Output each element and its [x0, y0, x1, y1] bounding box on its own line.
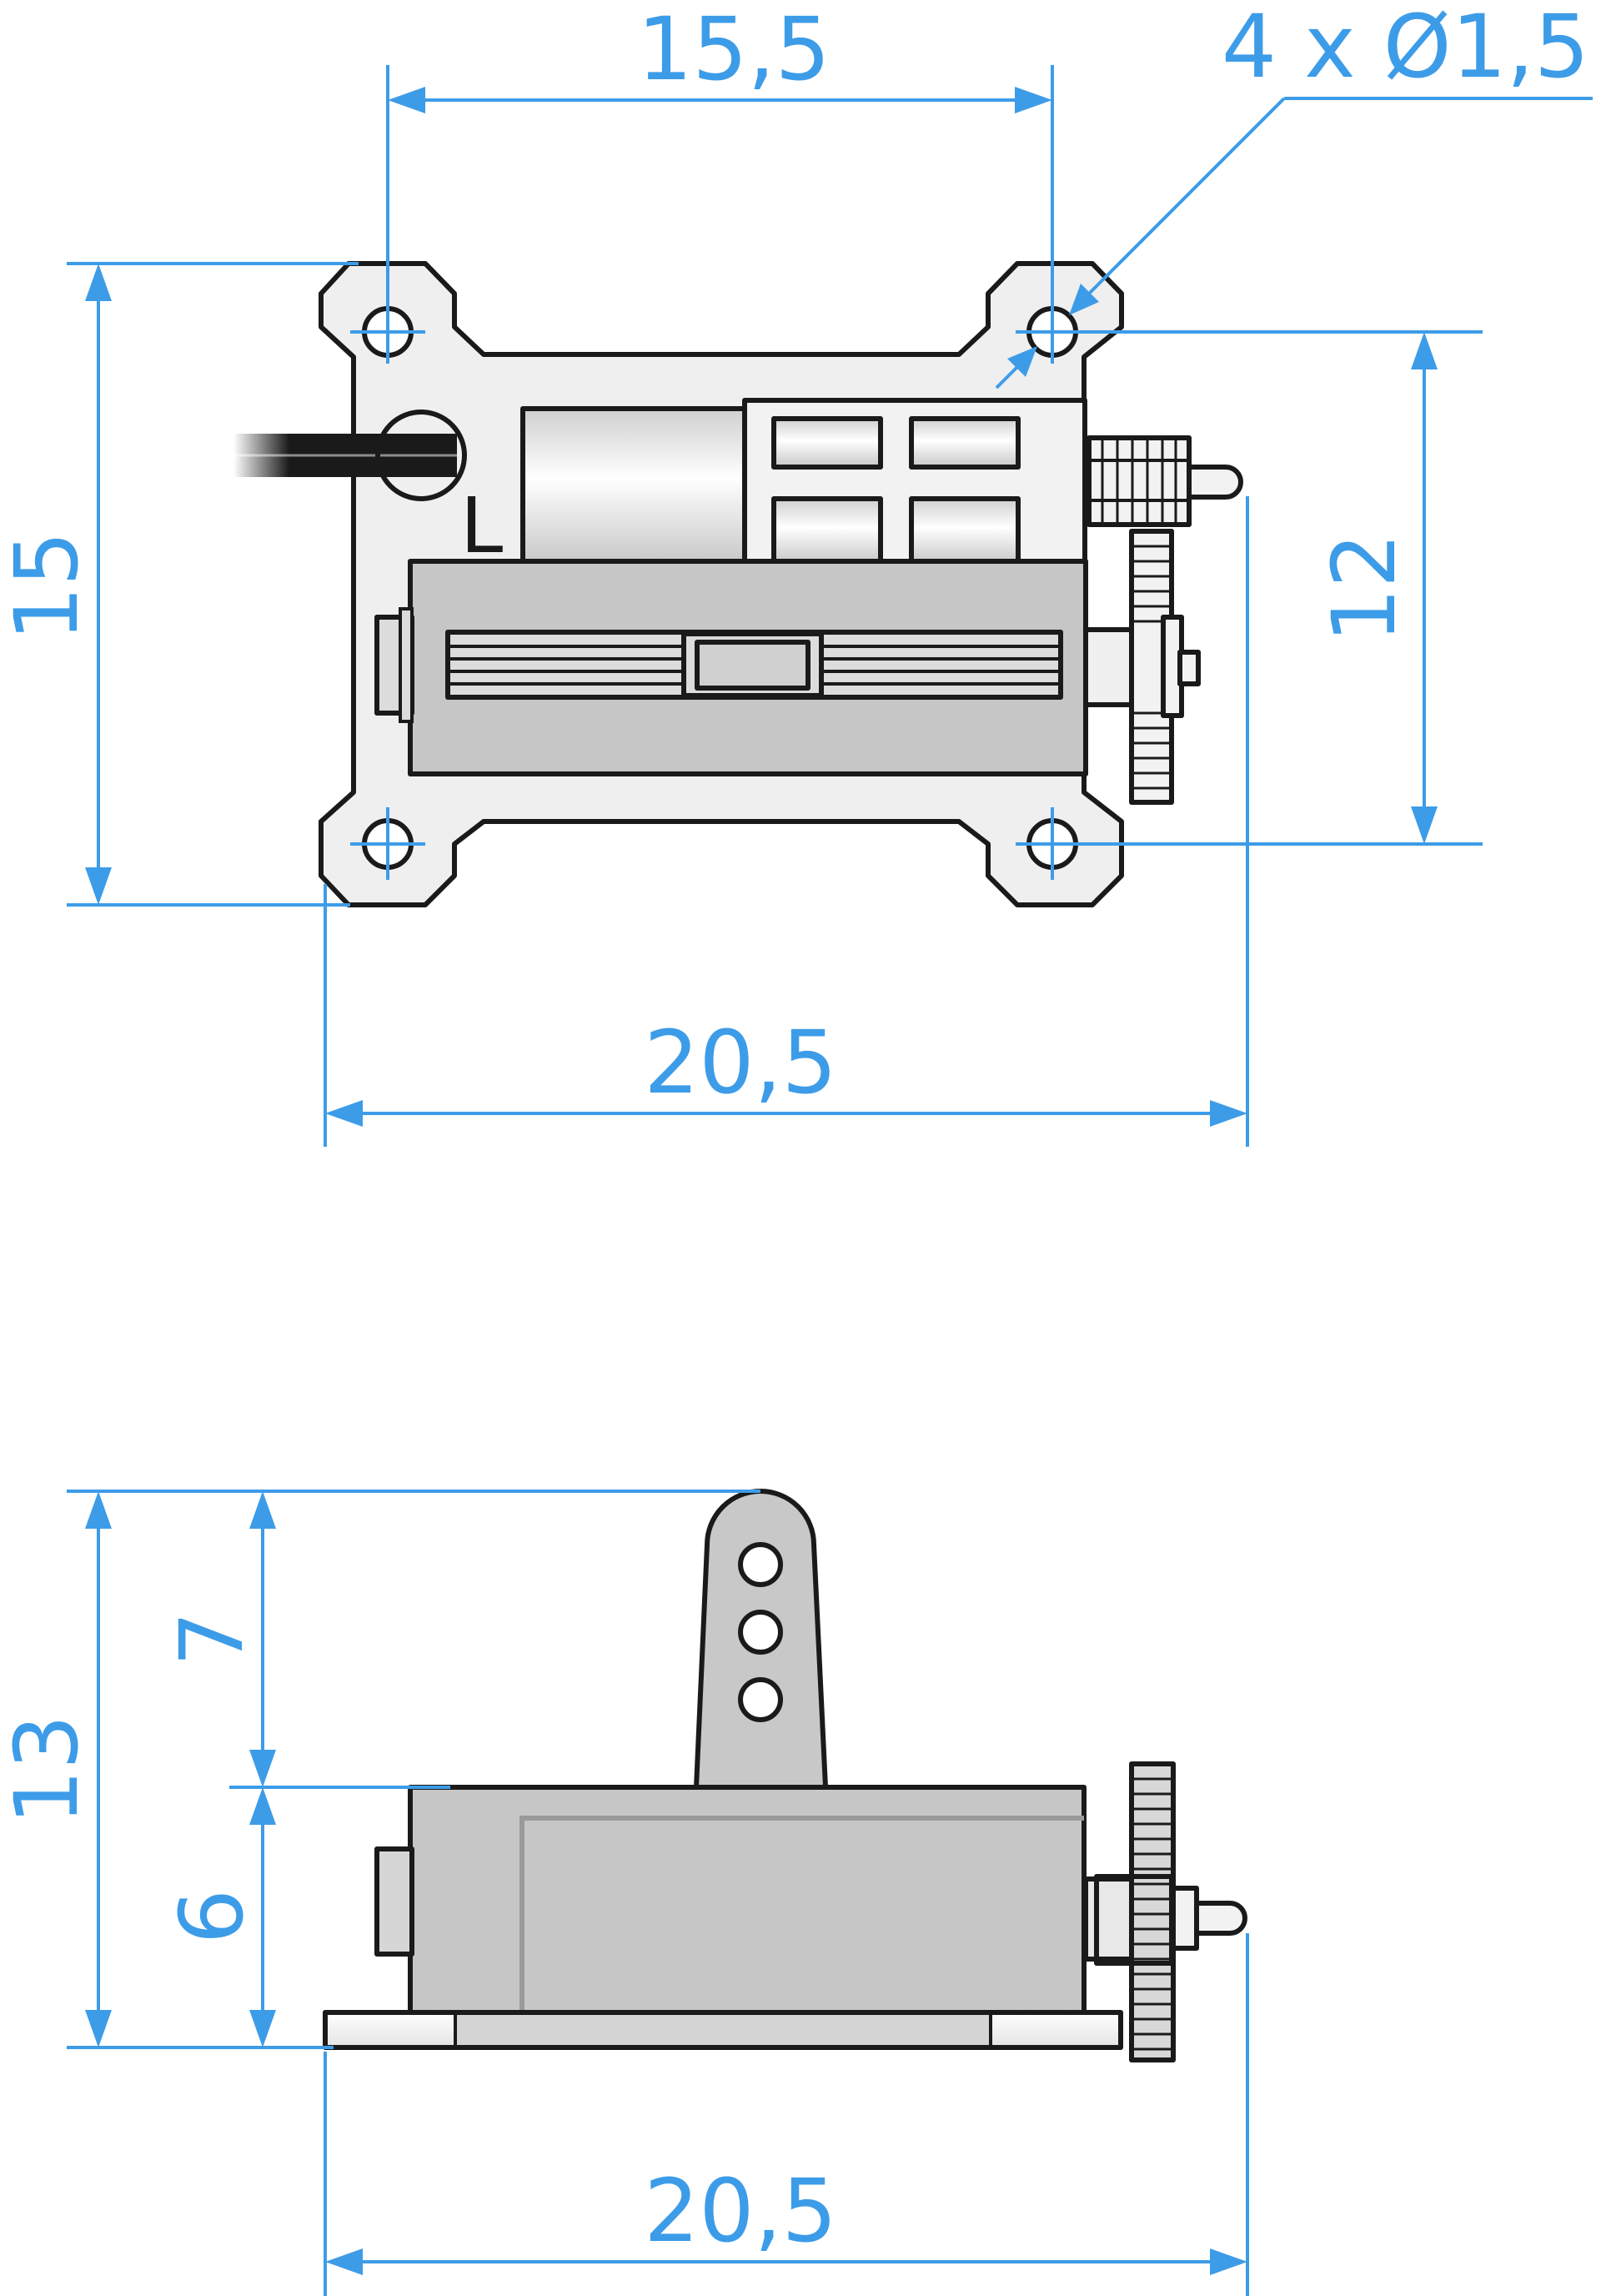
gear-hub-tip: [1177, 650, 1201, 686]
top-view: L: [0, 0, 1593, 1147]
pinion-gear: [1087, 435, 1192, 527]
dim-label-12: 12: [1313, 533, 1415, 643]
gearbox-window: [771, 416, 883, 470]
arm-hole: [738, 1677, 783, 1722]
motor-label: L: [460, 481, 503, 570]
gearbox-window: [909, 416, 1021, 470]
dim-width-side: 20,5: [324, 1933, 1249, 2296]
motor-can: [520, 406, 750, 565]
side-body-tab: [374, 1846, 414, 1957]
dim-label-20-5-side: 20,5: [644, 2160, 837, 2262]
arm-hole: [738, 1610, 783, 1655]
dim-label-13: 13: [0, 1715, 98, 1825]
dim-height: 15: [0, 262, 359, 907]
dim-label-7: 7: [161, 1611, 263, 1666]
dim-label-holes: 4 x Ø1,5: [1222, 0, 1589, 98]
body-tab-edge: [399, 607, 414, 723]
gearbox-window: [771, 496, 883, 565]
dim-label-6: 6: [161, 1889, 263, 1944]
dim-width-top: 20,5: [324, 496, 1249, 1147]
dim-total-height: 13: [0, 1491, 112, 2047]
dim-label-20-5-top: 20,5: [644, 1012, 837, 1113]
dim-body-height: 6: [161, 1787, 276, 2047]
cable-grommet: [375, 409, 467, 501]
dim-hole-spacing-x: 15,5: [386, 0, 1054, 364]
side-body: [408, 1785, 1087, 2015]
output-pin: [1187, 465, 1243, 500]
arm-hole: [738, 1542, 783, 1587]
gearbox-window: [909, 496, 1021, 565]
dim-arm-height: 7: [161, 1491, 276, 1787]
side-shaft: [1083, 1876, 1138, 1962]
dim-holes: 4 x Ø1,5: [995, 0, 1593, 389]
side-gear: [1129, 1761, 1176, 2062]
dim-label-15: 15: [0, 531, 98, 641]
dim-label-15-5: 15,5: [637, 0, 831, 100]
side-view: 13 7 6 20,5: [0, 1489, 1249, 2296]
dim-hole-spacing-y: 12: [1313, 332, 1438, 844]
output-shaft-housing: [1083, 627, 1138, 707]
